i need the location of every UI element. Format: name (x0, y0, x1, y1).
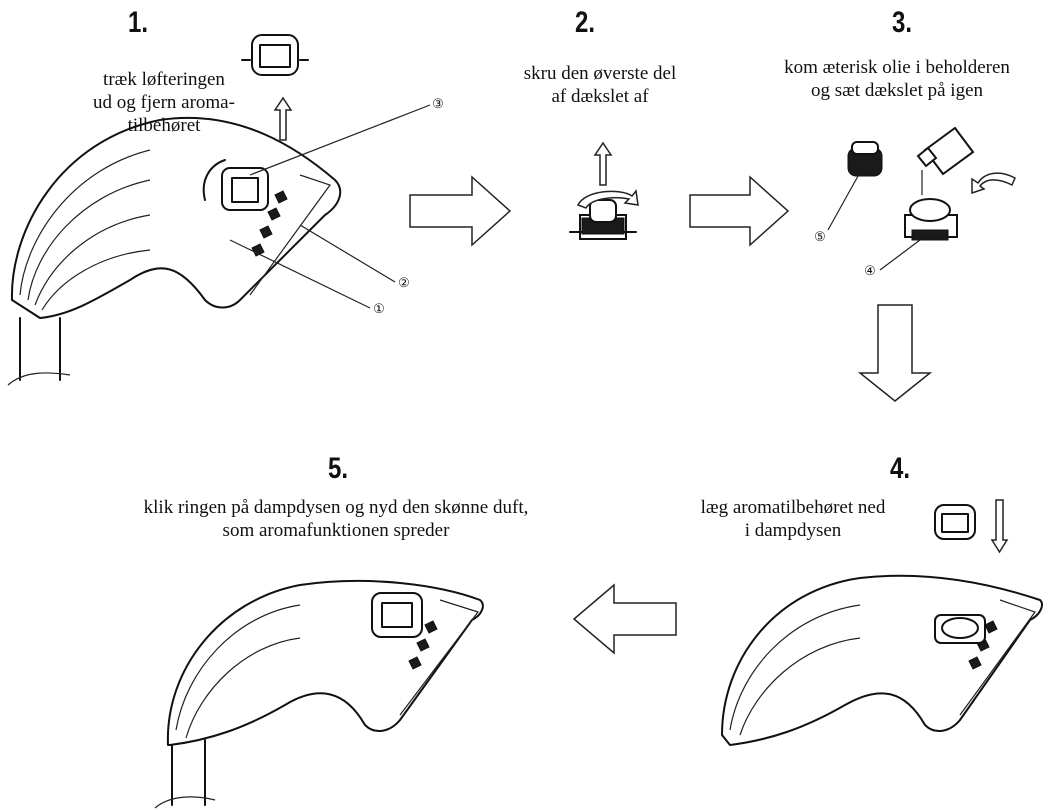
callout-1: ① (373, 301, 385, 316)
step-4-caption-line: i dampdysen (744, 520, 842, 541)
step-3-caption-line: og sæt dækslet på igen (810, 80, 984, 101)
step-2-caption: skru den øverste del af dækslet af (480, 62, 720, 108)
flow-arrow-right-2-icon (689, 175, 790, 247)
callout-5: ⑤ (814, 229, 826, 244)
step4-insert-arrow-icon (990, 499, 1009, 554)
step2-accessory-icon (569, 199, 637, 240)
step-2-caption-line: af dækslet af (551, 86, 649, 107)
step-1-number: 1. (128, 6, 149, 39)
step-1-caption-line: ud og fjern aroma- (93, 92, 235, 113)
step-5-caption-line: som aromafunktionen spreder (222, 520, 450, 541)
step-5-caption: klik ringen på dampdysen og nyd den skøn… (86, 496, 586, 542)
step-1-caption: træk løfteringen ud og fjern aroma- tilb… (64, 68, 264, 137)
step3-rotate-arrow-icon (971, 172, 1016, 195)
step2-lift-arrow-icon (593, 141, 613, 186)
flow-arrow-down-icon (857, 304, 933, 402)
step4-steam-nozzle-icon (721, 574, 1043, 746)
step1-accessory-icon (241, 34, 309, 76)
flow-arrow-right-icon (409, 175, 512, 247)
step5-steam-nozzle-icon (154, 579, 484, 809)
step-2-caption-line: skru den øverste del (523, 63, 677, 84)
step3-container-icon (879, 198, 958, 271)
step-5-number: 5. (328, 452, 349, 485)
step3-oil-bottle-icon (916, 126, 975, 195)
step-5-caption-line: klik ringen på dampdysen og nyd den skøn… (143, 497, 529, 518)
step1-lift-arrow-icon (273, 96, 293, 141)
step-3-caption-line: kom æterisk olie i beholderen (784, 57, 1010, 78)
step-3-number: 3. (892, 6, 913, 39)
step-1-caption-line: tilbehøret (127, 115, 201, 136)
callout-4: ④ (864, 263, 876, 278)
step-4-caption: læg aromatilbehøret ned i dampdysen (668, 496, 918, 542)
step-4-caption-line: læg aromatilbehøret ned (700, 497, 886, 518)
step3-cap-icon (827, 141, 883, 231)
step4-accessory-icon (934, 504, 976, 540)
step1-steam-nozzle-icon (7, 104, 431, 386)
step-4-number: 4. (890, 452, 911, 485)
callout-2: ② (398, 275, 410, 290)
step-3-caption: kom æterisk olie i beholderen og sæt dæk… (752, 56, 1042, 102)
flow-arrow-left-icon (572, 583, 677, 655)
callout-3: ③ (432, 96, 444, 111)
step-1-caption-line: træk løfteringen (103, 69, 225, 90)
step-2-number: 2. (575, 6, 596, 39)
step2-rotate-arrow-icon (576, 189, 639, 209)
